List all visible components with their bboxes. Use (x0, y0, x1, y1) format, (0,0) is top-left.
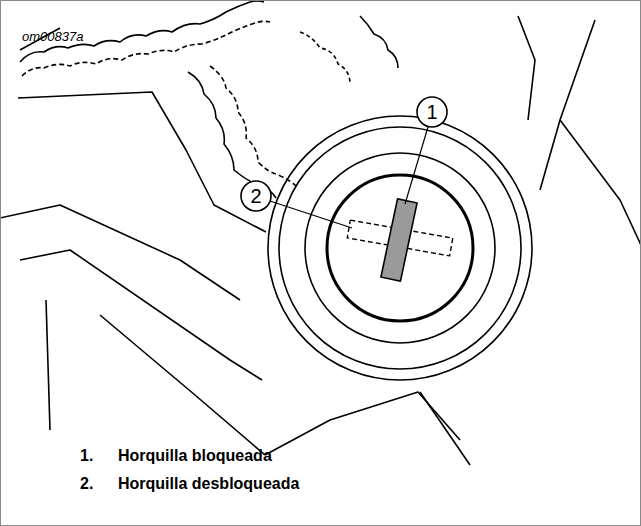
lock-housing (279, 127, 521, 369)
leader-line (270, 201, 352, 228)
lock-cylinder (327, 175, 473, 321)
callout-number: 1 (426, 101, 437, 123)
frame-tube (560, 20, 640, 245)
lock-bezel (305, 153, 495, 343)
callout-number: 2 (250, 185, 261, 207)
legend-text: Horquilla desbloqueada (118, 475, 299, 493)
lock-housing (268, 116, 532, 380)
frame-tube (46, 300, 50, 430)
legend-number: 2. (80, 475, 93, 493)
callout-circle (241, 181, 271, 211)
figure-code: om00837a (22, 30, 83, 44)
frame-tube (518, 16, 535, 120)
frame-tube (18, 92, 266, 232)
cable (360, 16, 398, 68)
leader-line (405, 127, 428, 204)
cable (20, 1, 264, 62)
legend-text: Horquilla bloqueada (118, 447, 272, 465)
cable (210, 66, 296, 186)
frame-tube (20, 250, 262, 380)
frame-tube (265, 392, 460, 455)
frame-tube (420, 392, 470, 465)
legend-number: 1. (80, 447, 93, 465)
callout-circle (417, 97, 447, 127)
frame-tube (540, 120, 560, 190)
slot-locked (381, 199, 417, 281)
cable (22, 21, 270, 76)
frame-tube (1, 205, 240, 300)
frame-tube (100, 315, 265, 455)
cable (300, 32, 350, 84)
